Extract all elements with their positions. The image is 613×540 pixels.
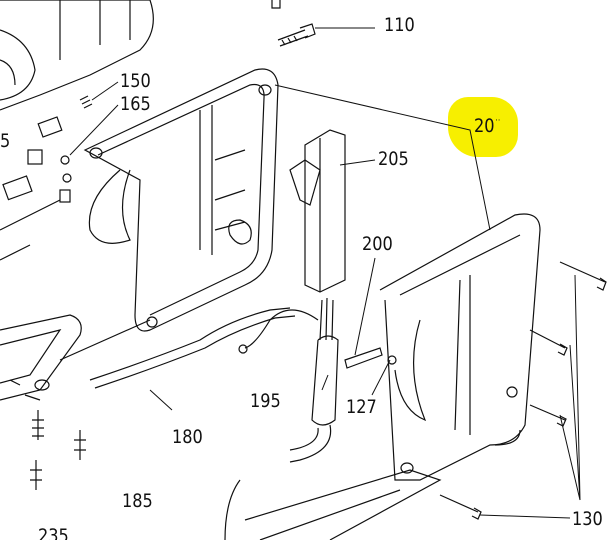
motor-housing — [0, 0, 154, 111]
cursor-marker: ·· — [495, 116, 501, 126]
cable-180 — [89, 307, 296, 389]
callout-150: 150 — [120, 70, 151, 92]
screws-130 — [439, 261, 607, 520]
left-housing-half — [0, 68, 279, 401]
callout-5: 5 — [0, 130, 11, 152]
screw-110 — [271, 0, 316, 47]
right-housing-half — [244, 213, 541, 540]
callout-130: 130 — [572, 508, 603, 530]
callout-165: 165 — [120, 93, 151, 115]
callout-200: 200 — [362, 233, 393, 255]
switch-205 — [289, 129, 346, 293]
callout-180: 180 — [172, 426, 203, 448]
callout-110: 110 — [384, 14, 415, 36]
callout-127: 127 — [346, 396, 377, 418]
callout-235: 235 — [38, 525, 69, 540]
highlight-marker — [448, 97, 518, 157]
callout-20-text: 20 — [474, 115, 495, 137]
cord-195 — [224, 297, 339, 540]
callout-20: 20·· — [474, 117, 500, 136]
callout-205: 205 — [378, 148, 409, 170]
leader-lines — [69, 27, 581, 519]
callout-195: 195 — [250, 390, 281, 412]
screws-left — [30, 410, 86, 490]
callout-185: 185 — [122, 490, 153, 512]
small-parts — [0, 95, 93, 261]
